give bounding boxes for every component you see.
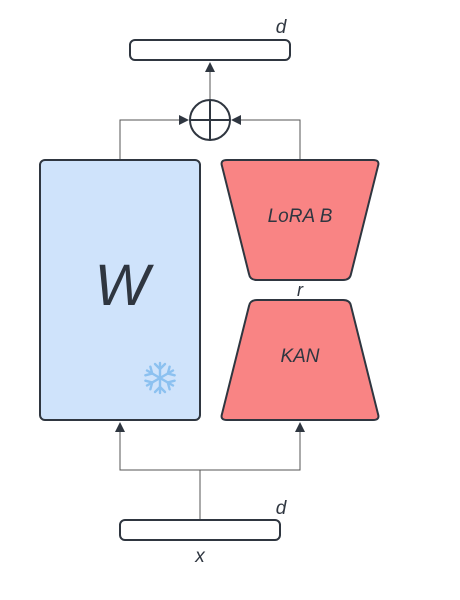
- rank-label: r: [297, 280, 304, 300]
- connectors: [115, 62, 305, 520]
- lora-b-label: LoRA B: [268, 206, 333, 227]
- input-branch-right: [200, 422, 305, 471]
- input-dim-label: d: [276, 498, 288, 519]
- kan-block: [220, 299, 380, 421]
- lora-b-block: [220, 159, 380, 281]
- snowflake-icon: [144, 361, 176, 395]
- weight-block: [39, 159, 201, 421]
- input-vector: [119, 519, 281, 541]
- output-vector: [129, 39, 291, 61]
- output-dim-label: d: [276, 17, 288, 38]
- lora-to-sum-line: [231, 115, 301, 160]
- sum-node: [189, 99, 231, 141]
- input-branch-left: [115, 422, 200, 471]
- w-to-sum-line: [119, 115, 189, 160]
- weight-label: W: [95, 253, 155, 318]
- kan-label: KAN: [280, 346, 319, 367]
- input-var-label: x: [194, 546, 206, 567]
